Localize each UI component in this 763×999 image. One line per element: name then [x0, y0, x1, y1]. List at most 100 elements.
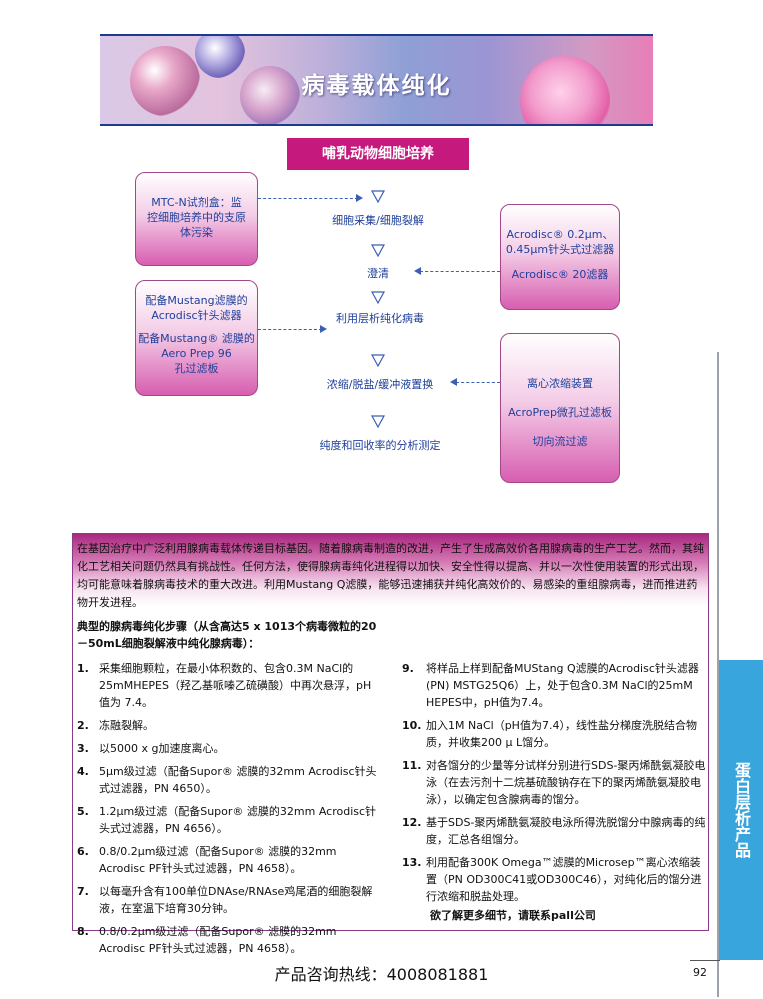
box-line: 配备Mustang® 滤膜的	[138, 332, 255, 345]
list-item: 6. 0.8/0.2μm级过滤（配备Supor® 滤膜的32mm Acrodisc…	[77, 843, 382, 877]
page-title: 病毒载体纯化	[301, 73, 452, 99]
step-number: 1.	[77, 662, 89, 675]
left-box-mustang: 配备Mustang滤膜的 Acrodisc针头滤器 配备Mustang® 滤膜的…	[135, 280, 258, 396]
molecule-graphic	[130, 46, 200, 116]
box-line: Acrodisc® 20滤器	[511, 268, 609, 281]
left-box-mtc: MTC-N试剂盒：监 控细胞培养中的支原 体污染	[135, 172, 258, 266]
box-line: 控细胞培养中的支原	[147, 211, 246, 224]
right-box-acrodisc: Acrodisc® 0.2μm、 0.45μm针头式过滤器 Acrodisc® …	[500, 204, 620, 310]
flow-step: 纯度和回收率的分析测定	[319, 439, 441, 452]
arrowhead-right-icon	[356, 194, 363, 202]
step-text: 对各馏分的少量等分试样分别进行SDS-聚丙烯酰氨凝胶电泳（在去污剂十二烷基硫酸钠…	[426, 759, 706, 806]
step-text: 以5000 x g加速度离心。	[99, 742, 225, 755]
down-arrow-icon	[370, 354, 386, 368]
page-number-rule	[690, 960, 720, 961]
box-line: Acrodisc针头滤器	[151, 309, 242, 322]
molecule-graphic	[195, 36, 245, 78]
box-line: 切向流过滤	[532, 435, 588, 448]
box-line	[501, 391, 619, 405]
step-text: 0.8/0.2μm级过滤（配备Supor® 滤膜的32mm Acrodisc P…	[99, 845, 337, 875]
down-arrow-icon	[370, 415, 386, 429]
flow-step: 浓缩/脱盐/缓冲液置换	[326, 378, 434, 391]
down-arrow-icon	[370, 244, 386, 258]
step-text: 5μm级过滤（配备Supor® 滤膜的32mm Acrodisc针头式过滤器，P…	[99, 765, 377, 795]
step-text: 1.2μm级过滤（配备Supor® 滤膜的32mm Acrodisc针头式过滤器…	[99, 805, 377, 835]
step-number: 13.	[402, 856, 422, 869]
footer-hotline: 产品咨询热线：4008081881	[274, 965, 489, 984]
flow-step: 利用层析纯化病毒	[336, 312, 424, 325]
page-number: 92	[693, 966, 707, 979]
list-item: 11. 对各馏分的少量等分试样分别进行SDS-聚丙烯酰氨凝胶电泳（在去污剂十二烷基…	[402, 757, 707, 808]
box-line: Acrodisc® 0.2μm、	[506, 228, 614, 241]
box-line: 孔过滤板	[174, 362, 219, 375]
arrowhead-left-icon	[414, 267, 421, 275]
flow-step: 澄清	[367, 267, 389, 280]
step-text: 利用配备300K Omega™滤膜的Microsep™离心浓缩装置（PN OD3…	[426, 856, 702, 903]
step-text: 采集细胞颗粒，在最小体积数的、包含0.3M NaCl的25mMHEPES（羟乙基…	[99, 662, 372, 709]
step-number: 2.	[77, 719, 89, 732]
connector-line	[258, 329, 322, 330]
intro-paragraph: 在基因治疗中广泛利用腺病毒载体传递目标基因。随着腺病毒制造的改进，产生了生成高效…	[77, 542, 704, 609]
step-number: 6.	[77, 845, 89, 858]
side-category-tab: 蛋白层析产品	[719, 660, 763, 960]
list-item: 13. 利用配备300K Omega™滤膜的Microsep™离心浓缩装置（PN …	[402, 854, 707, 905]
box-line	[501, 420, 619, 434]
arrowhead-right-icon	[320, 325, 327, 333]
arrowhead-left-icon	[450, 378, 457, 386]
step-number: 10.	[402, 719, 422, 732]
steps-left-column: 1. 采集细胞颗粒，在最小体积数的、包含0.3M NaCl的25mMHEPES（羟…	[77, 660, 382, 963]
connector-line	[258, 198, 358, 199]
step-text: 加入1M NaCl（pH值为7.4），线性盐分梯度洗脱结合物质，并收集200 μ…	[426, 719, 697, 749]
header-banner: 病毒载体纯化	[100, 36, 653, 124]
list-item: 5. 1.2μm级过滤（配备Supor® 滤膜的32mm Acrodisc针头式过…	[77, 803, 382, 837]
banner-top-rule	[100, 34, 653, 36]
down-arrow-icon	[370, 291, 386, 305]
list-item: 9. 将样品上样到配备MUStang Q滤膜的Acrodisc针头滤器(PN) M…	[402, 660, 707, 711]
list-item: 8. 0.8/0.2μm级过滤（配备Supor® 滤膜的32mm Acrodisc…	[77, 923, 382, 957]
procedure-subtitle: 典型的腺病毒纯化步骤（从含高达5 x 1013个病毒微粒的20－50mL细胞裂解…	[77, 620, 377, 650]
step-text: 基于SDS-聚丙烯酰氨凝胶电泳所得洗脱馏分中腺病毒的纯度，汇总各组馏分。	[426, 816, 706, 846]
box-line: 离心浓缩装置	[527, 377, 593, 390]
steps-right-column: 9. 将样品上样到配备MUStang Q滤膜的Acrodisc针头滤器(PN) M…	[402, 660, 707, 911]
molecule-graphic	[520, 56, 610, 124]
list-item: 10. 加入1M NaCl（pH值为7.4），线性盐分梯度洗脱结合物质，并收集20…	[402, 717, 707, 751]
banner-bottom-rule	[100, 124, 653, 126]
step-text: 0.8/0.2μm级过滤（配备Supor® 滤膜的32mm Acrodisc P…	[99, 925, 337, 955]
step-text: 将样品上样到配备MUStang Q滤膜的Acrodisc针头滤器(PN) MST…	[426, 662, 699, 709]
list-item: 4. 5μm级过滤（配备Supor® 滤膜的32mm Acrodisc针头式过滤器…	[77, 763, 382, 797]
box-line: AcroPrep微孔过滤板	[508, 406, 612, 419]
step-number: 8.	[77, 925, 89, 938]
step-text: 冻融裂解。	[99, 719, 154, 732]
down-arrow-icon	[370, 190, 386, 204]
step-text: 以每毫升含有100单位DNAse/RNAse鸡尾酒的细胞裂解液，在室温下培育30…	[99, 885, 373, 915]
step-number: 11.	[402, 759, 422, 772]
list-item: 7. 以每毫升含有100单位DNAse/RNAse鸡尾酒的细胞裂解液，在室温下培育…	[77, 883, 382, 917]
step-number: 7.	[77, 885, 89, 898]
flow-step: 细胞采集/细胞裂解	[332, 214, 424, 227]
list-item: 3. 以5000 x g加速度离心。	[77, 740, 382, 757]
molecule-graphic	[240, 66, 300, 124]
box-line: MTC-N试剂盒：监	[151, 196, 242, 209]
side-category-label: 蛋白层析产品	[732, 762, 751, 858]
step-number: 3.	[77, 742, 89, 755]
section-subheading: 哺乳动物细胞培养	[287, 138, 469, 170]
list-item: 2. 冻融裂解。	[77, 717, 382, 734]
box-line	[136, 323, 257, 331]
contact-note: 欲了解更多细节，请联系pall公司	[430, 909, 596, 922]
list-item: 1. 采集细胞颗粒，在最小体积数的、包含0.3M NaCl的25mMHEPES（羟…	[77, 660, 382, 711]
step-number: 12.	[402, 816, 422, 829]
box-line: 配备Mustang滤膜的	[145, 294, 248, 307]
connector-line	[420, 271, 500, 272]
box-line	[501, 257, 619, 267]
step-number: 5.	[77, 805, 89, 818]
info-panel: 在基因治疗中广泛利用腺病毒载体传递目标基因。随着腺病毒制造的改进，产生了生成高效…	[72, 533, 709, 931]
right-box-devices: 离心浓缩装置 AcroPrep微孔过滤板 切向流过滤	[500, 333, 620, 483]
step-number: 9.	[402, 662, 414, 675]
box-line: 0.45μm针头式过滤器	[505, 243, 615, 256]
box-line: 体污染	[180, 226, 213, 239]
step-number: 4.	[77, 765, 89, 778]
box-line: Aero Prep 96	[161, 347, 232, 360]
side-rule	[717, 352, 719, 997]
list-item: 12. 基于SDS-聚丙烯酰氨凝胶电泳所得洗脱馏分中腺病毒的纯度，汇总各组馏分。	[402, 814, 707, 848]
info-panel-header-band	[73, 534, 708, 606]
